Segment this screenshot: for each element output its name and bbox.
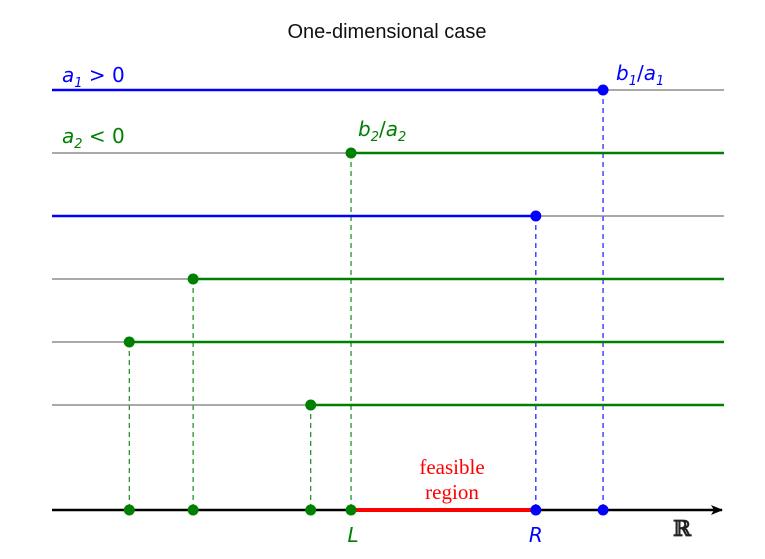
constraint-4-endpoint — [187, 273, 199, 285]
constraint-6-endpoint — [305, 399, 317, 411]
feasible-region-label-line1: feasible — [419, 455, 484, 479]
label-R: R — [529, 523, 543, 547]
label-b2-over-a2: b2/a2 — [358, 117, 406, 145]
axis-points — [123, 504, 609, 516]
label-reals: ℝ — [673, 516, 692, 542]
axis-point-1 — [597, 504, 609, 516]
axis-point-2 — [345, 504, 357, 516]
axis-point-5 — [123, 504, 135, 516]
diagram-title: One-dimensional case — [288, 21, 487, 43]
axis-point-4 — [187, 504, 199, 516]
label-a2: a2 < 0 — [62, 124, 125, 152]
label-b1-over-a1: b1/a1 — [616, 61, 664, 89]
axis-point-6 — [305, 504, 317, 516]
constraint-2-endpoint — [345, 147, 357, 159]
feasible-region-label-line2: region — [425, 480, 479, 504]
constraint-5-endpoint — [123, 336, 135, 348]
label-a1: a1 > 0 — [62, 63, 125, 91]
constraint-1-endpoint — [597, 84, 609, 96]
label-L: L — [347, 523, 358, 547]
constraint-rows — [52, 84, 724, 411]
axis-point-3 — [530, 504, 542, 516]
projection-lines — [128, 90, 604, 510]
constraint-3-endpoint — [530, 210, 542, 222]
